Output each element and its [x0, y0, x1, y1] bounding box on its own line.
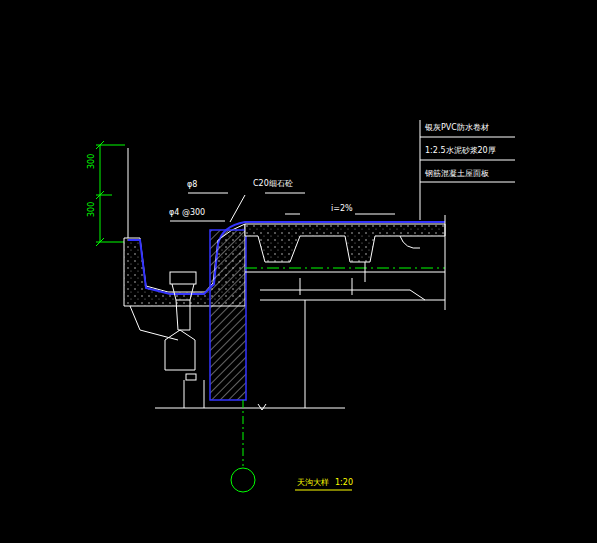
annotation-label: 1:20: [334, 479, 354, 488]
annotation-label: i=2%: [330, 205, 354, 214]
dimension-text: 300: [88, 201, 97, 218]
annotation-label: 银灰PVC防水卷材: [424, 124, 490, 133]
annotation-label: 天沟大样: [296, 479, 330, 488]
annotation-label: φ8: [186, 181, 198, 190]
annotation-label: 钢筋混凝土屋面板: [424, 170, 490, 179]
dimension-text: 300: [88, 153, 97, 170]
annotation-label: 1:2.5水泥砂浆20厚: [424, 147, 497, 156]
annotation-label: C20细石砼: [252, 180, 294, 189]
annotation-label: φ4 @300: [168, 209, 206, 218]
